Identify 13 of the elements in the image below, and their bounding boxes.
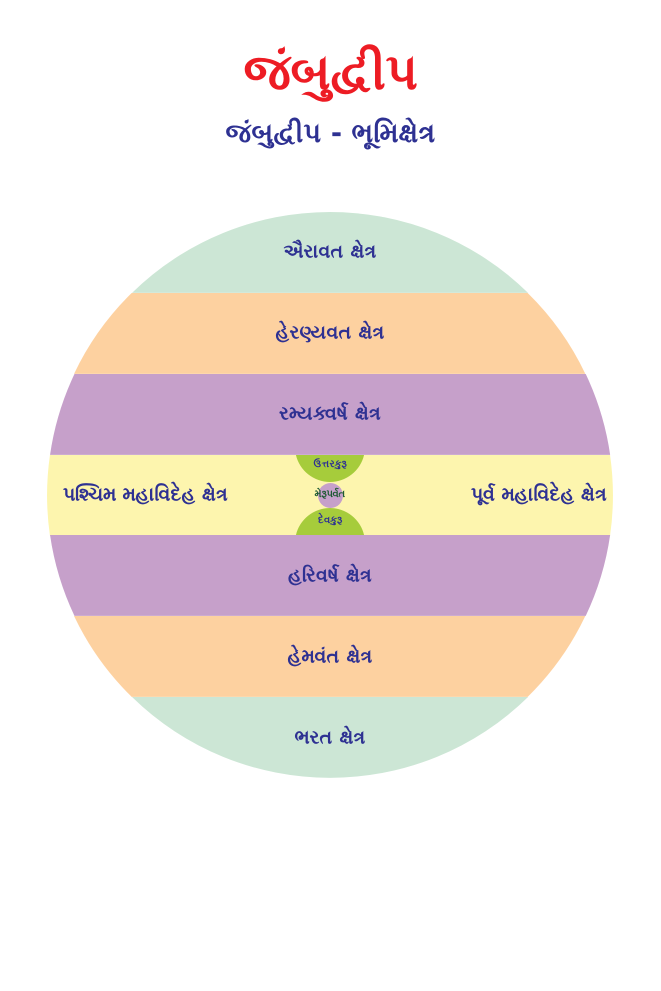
region-label: ઐરાવત ક્ષેત્ર <box>284 241 376 264</box>
region-label: હેરણ્યવત ક્ષેત્ર <box>276 322 384 345</box>
region-label: ઉત્તરકુરૂ <box>314 458 346 471</box>
region-label: રમ્યક્વર્ષ ક્ષેત્ર <box>279 402 381 426</box>
region-label: દેવકુરૂ <box>318 515 342 528</box>
region-label: પૂર્વ મહાવિદેહ ક્ષેત્ર <box>470 484 607 506</box>
region-label: પશ્ચિમ મહાવિદેહ ક્ષેત્ર <box>63 484 228 506</box>
mountain-label: મેરૂપર્વત <box>314 489 346 502</box>
region-label: હેમવંત ક્ષેત્ર <box>288 645 372 668</box>
title: જંબુદ્વીપ <box>244 42 418 102</box>
subtitle: જંબુદ્વીપ - ભૂમિક્ષેત્ર <box>226 118 436 150</box>
region-label: ભરત ક્ષેત્ર <box>294 726 366 749</box>
region-label: હરિવર્ષ ક્ષેત્ર <box>288 564 372 588</box>
